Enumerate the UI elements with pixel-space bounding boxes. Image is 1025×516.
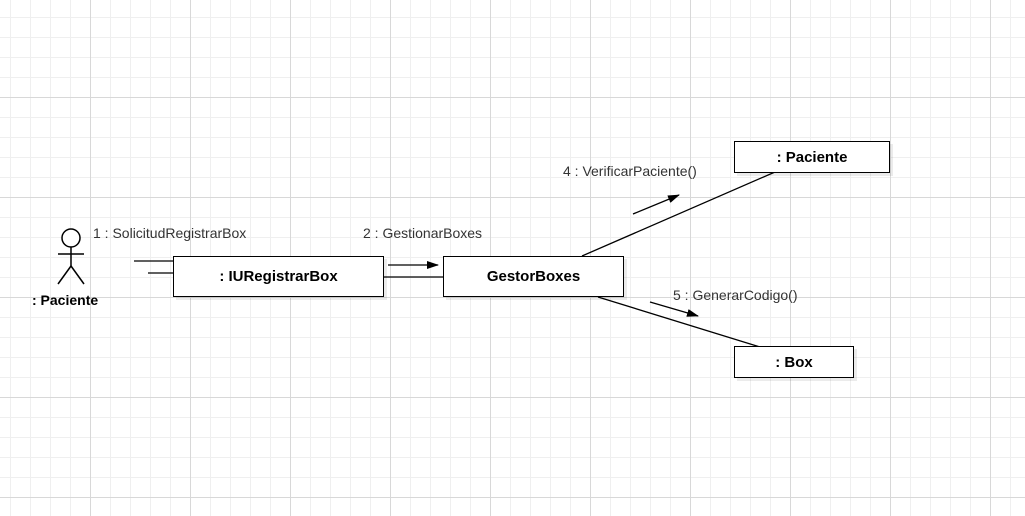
message-5-label: 5 : GenerarCodigo() bbox=[673, 287, 798, 303]
actor-head bbox=[61, 228, 81, 248]
actor-figure[interactable] bbox=[57, 228, 85, 285]
actor-right-leg bbox=[70, 265, 85, 285]
object-box[interactable]: : Box bbox=[734, 346, 854, 378]
link-gestor-box[interactable] bbox=[597, 296, 761, 348]
message-5-arrow[interactable] bbox=[649, 301, 699, 317]
actor-left-leg bbox=[57, 265, 72, 285]
message-2-label: 2 : GestionarBoxes bbox=[363, 225, 483, 241]
object-paciente[interactable]: : Paciente bbox=[734, 141, 890, 173]
object-iuregistrarbox[interactable]: : IURegistrarBox bbox=[173, 256, 384, 297]
actor-label: : Paciente bbox=[32, 292, 99, 308]
message-4-label: 4 : VerificarPaciente() bbox=[563, 163, 697, 179]
object-gestorboxes[interactable]: GestorBoxes bbox=[443, 256, 624, 297]
message-1-label: 1 : SolicitudRegistrarBox bbox=[93, 225, 247, 241]
link-gestor-paciente[interactable] bbox=[581, 171, 776, 257]
message-4-arrow[interactable] bbox=[632, 194, 680, 215]
